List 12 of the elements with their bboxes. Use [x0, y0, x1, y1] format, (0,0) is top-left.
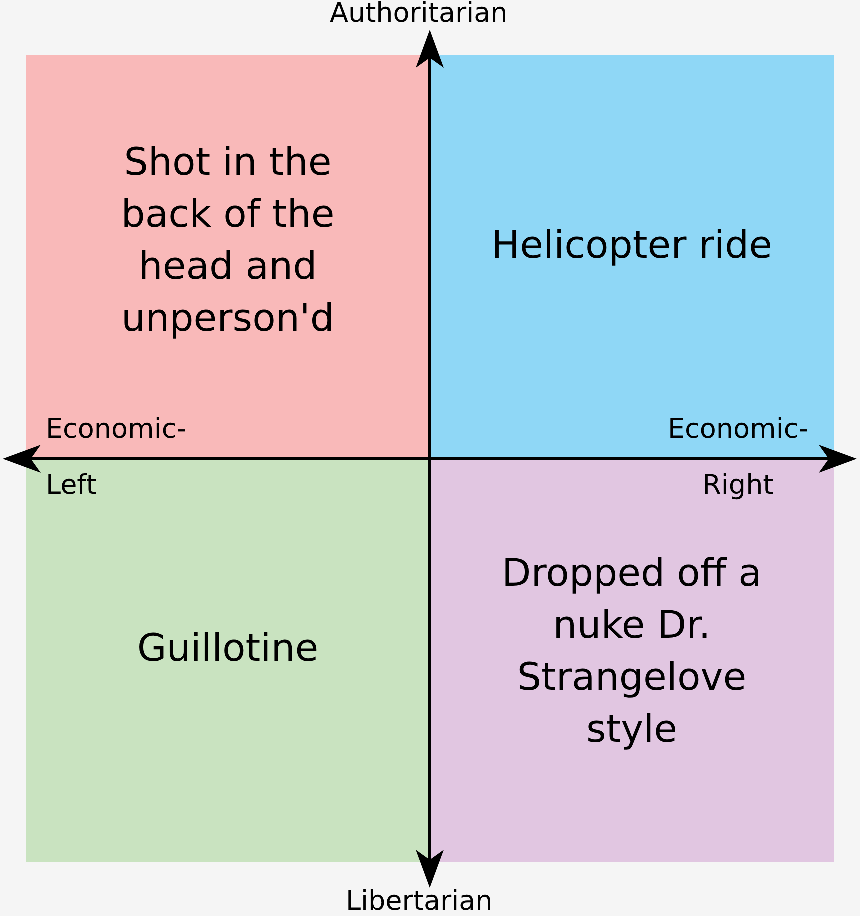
quadrant-text: Guillotine [137, 624, 319, 672]
axis-label: Authoritarian [330, 0, 508, 31]
axis-label: Economic- Left [46, 413, 186, 503]
quadrant-panel [26, 459, 430, 862]
quadrant-panel [430, 55, 834, 459]
axis-label: Libertarian [346, 885, 493, 916]
quadrant-text: Shot in the back of the head and unperson'd [120, 139, 336, 342]
quadrant-panel [430, 459, 834, 862]
quadrant-text: Dropped off a nuke Dr. Strangelove style [501, 550, 763, 752]
axis-label: Economic- Right [668, 413, 808, 503]
quadrant-panel [26, 55, 430, 459]
quadrant-text: Helicopter ride [492, 222, 772, 269]
